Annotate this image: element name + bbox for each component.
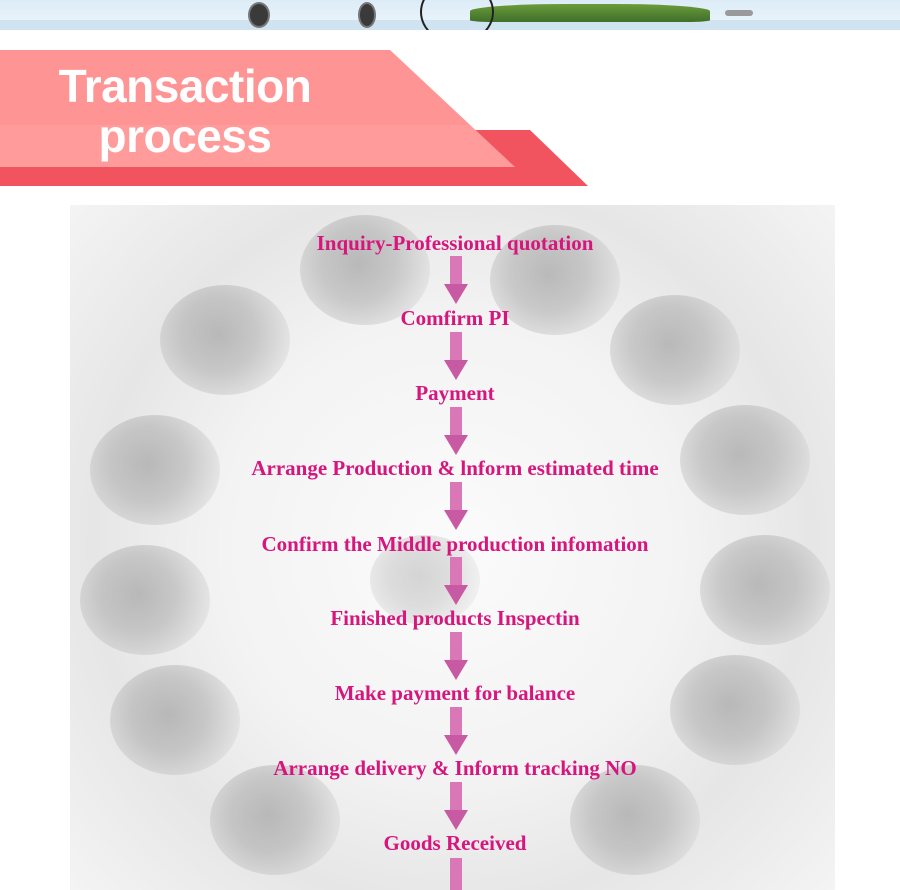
step-1: Inquiry-Professional quotation	[316, 231, 594, 255]
person-figure	[680, 405, 810, 515]
person-figure	[110, 665, 240, 775]
step-4: Arrange Production & lnform estimated ti…	[251, 456, 659, 480]
person-figure	[700, 535, 830, 645]
person-figure	[300, 215, 430, 325]
step-9: Goods Received	[383, 831, 527, 855]
step-6: Finished products Inspectin	[330, 606, 580, 630]
down-arrow-icon	[444, 256, 468, 304]
banner-island	[470, 4, 710, 22]
step-8: Arrange delivery & Inform tracking NO	[273, 756, 637, 780]
person-figure	[90, 415, 220, 525]
down-arrow-icon	[444, 557, 468, 605]
person-figure	[570, 765, 700, 875]
title-line-2: process	[98, 110, 272, 162]
background-photo	[70, 205, 835, 890]
person-figure	[80, 545, 210, 655]
down-arrow-icon	[444, 632, 468, 680]
down-arrow-icon	[444, 482, 468, 530]
person-figure	[490, 225, 620, 335]
wheel-icon	[248, 2, 270, 28]
down-arrow-icon	[444, 782, 468, 830]
page-title: Transaction process	[0, 61, 370, 161]
cable-icon	[420, 0, 494, 30]
ribbon-shape	[0, 50, 588, 186]
down-arrow-icon	[450, 858, 462, 890]
person-figure	[670, 655, 800, 765]
person-figure	[610, 295, 740, 405]
title-line-1: Transaction	[58, 60, 312, 112]
step-7: Make payment for balance	[334, 681, 576, 705]
step-5: Confirm the Middle production infomation	[261, 532, 649, 556]
step-3: Payment	[415, 381, 495, 405]
down-arrow-icon	[444, 332, 468, 380]
step-2: Comfirm PI	[400, 306, 510, 330]
title-ribbon: Transaction process	[0, 45, 600, 190]
wheel-icon	[358, 2, 376, 28]
top-banner-image	[0, 0, 900, 30]
person-figure	[160, 285, 290, 395]
down-arrow-icon	[444, 707, 468, 755]
banner-rocks	[725, 10, 753, 16]
person-figure	[210, 765, 340, 875]
down-arrow-icon	[444, 407, 468, 455]
